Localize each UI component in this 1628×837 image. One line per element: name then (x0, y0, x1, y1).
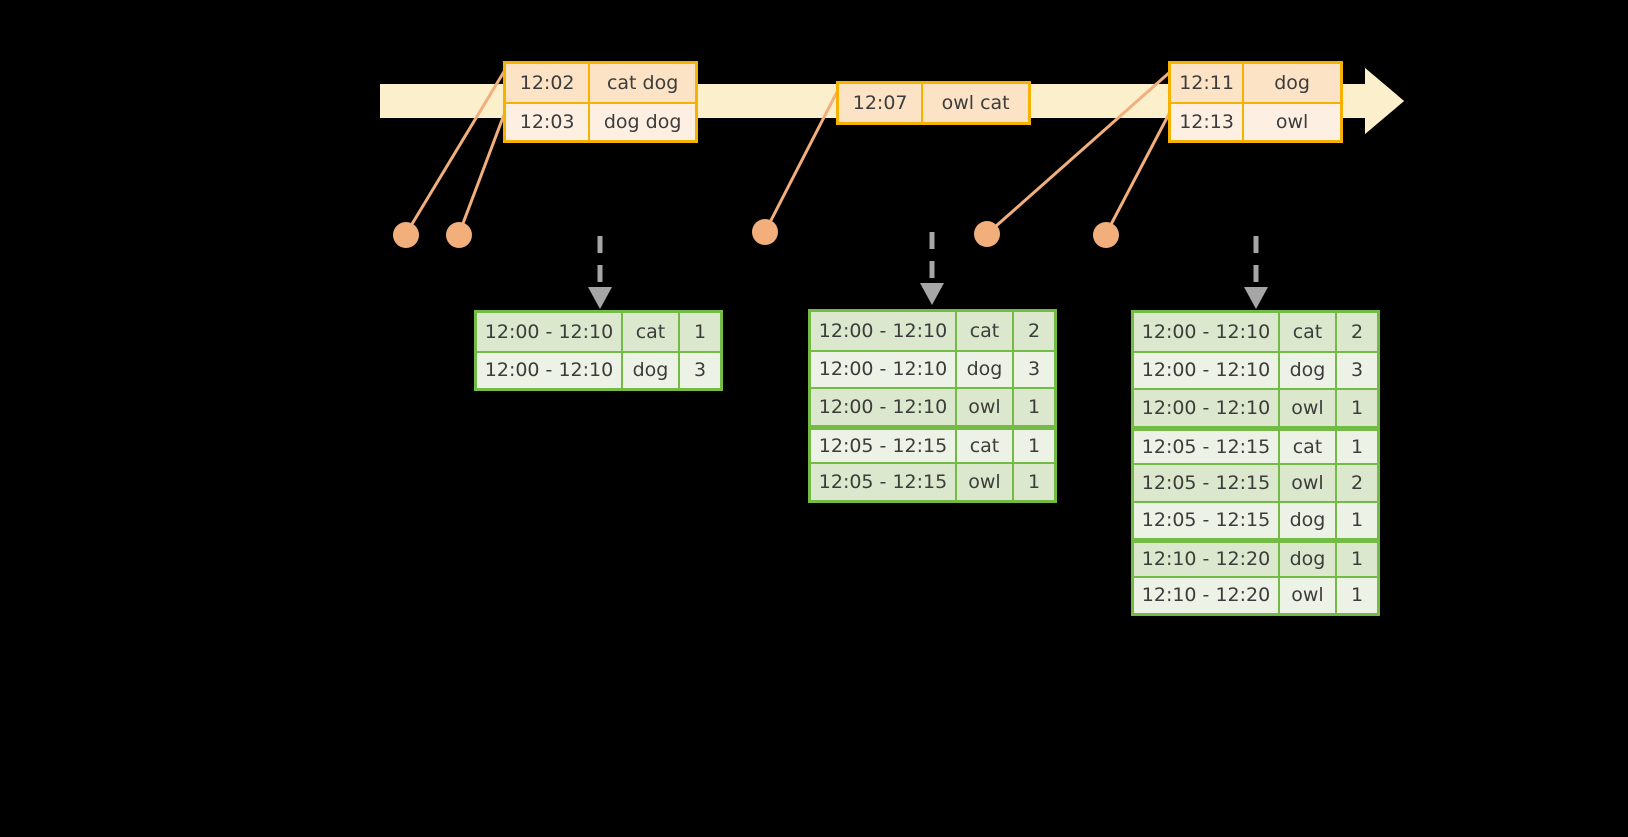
dot-2 (446, 222, 472, 248)
window-cell: 12:05 - 12:15 (1134, 463, 1280, 501)
event-row[interactable]: 12:02 cat dog (506, 64, 695, 102)
key-cell: cat (623, 313, 680, 351)
key-cell: cat (1280, 425, 1337, 463)
dot-4 (974, 221, 1000, 247)
window-cell: 12:05 - 12:15 (811, 462, 957, 500)
event-group-1[interactable]: 12:02 cat dog 12:03 dog dog (503, 61, 698, 143)
dot-1 (393, 222, 419, 248)
event-row[interactable]: 12:13 owl (1171, 102, 1340, 140)
count-cell: 1 (1337, 538, 1377, 576)
count-cell: 1 (1337, 575, 1377, 613)
event-time: 12:02 (506, 64, 591, 102)
flow-arrows (597, 232, 1259, 288)
event-value: owl cat (923, 84, 1028, 122)
key-cell: dog (1280, 500, 1337, 538)
window-cell: 12:05 - 12:15 (1134, 425, 1280, 463)
window-cell: 12:00 - 12:10 (477, 350, 623, 388)
window-cell: 12:00 - 12:10 (1134, 388, 1280, 426)
count-cell: 1 (1014, 462, 1054, 500)
event-row[interactable]: 12:11 dog (1171, 64, 1340, 102)
key-cell: owl (957, 462, 1014, 500)
window-cell: 12:00 - 12:10 (811, 312, 957, 350)
event-time: 12:11 (1171, 64, 1245, 102)
key-cell: owl (957, 387, 1014, 425)
count-cell: 1 (1014, 387, 1054, 425)
event-group-3[interactable]: 12:11 dog 12:13 owl (1168, 61, 1343, 143)
count-cell: 2 (1014, 312, 1054, 350)
event-value: dog (1244, 64, 1340, 102)
dot-markers (393, 219, 1119, 248)
event-value: cat dog (590, 64, 695, 102)
key-cell: owl (1280, 388, 1337, 426)
window-cell: 12:00 - 12:10 (811, 387, 957, 425)
count-cell: 2 (1337, 463, 1377, 501)
key-cell: cat (1280, 313, 1337, 351)
event-time: 12:03 (506, 104, 591, 140)
key-cell: dog (1280, 350, 1337, 388)
count-cell: 1 (1337, 388, 1377, 426)
window-cell: 12:05 - 12:15 (811, 424, 957, 462)
event-value: owl (1244, 104, 1340, 140)
count-cell: 3 (1014, 349, 1054, 387)
key-cell: dog (1280, 538, 1337, 576)
dot-5 (1093, 222, 1119, 248)
window-cell: 12:00 - 12:10 (1134, 313, 1280, 351)
count-cell: 3 (680, 350, 720, 388)
key-cell: cat (957, 424, 1014, 462)
key-cell: owl (1280, 575, 1337, 613)
count-cell: 1 (1014, 424, 1054, 462)
event-time: 12:07 (839, 84, 924, 122)
event-time: 12:13 (1171, 104, 1245, 140)
count-cell: 2 (1337, 313, 1377, 351)
count-cell: 1 (1337, 425, 1377, 463)
key-cell: cat (957, 312, 1014, 350)
key-cell: owl (1280, 463, 1337, 501)
window-cell: 12:00 - 12:10 (477, 313, 623, 351)
count-cell: 1 (680, 313, 720, 351)
window-cell: 12:05 - 12:15 (1134, 500, 1280, 538)
event-row[interactable]: 12:03 dog dog (506, 102, 695, 140)
window-cell: 12:10 - 12:20 (1134, 538, 1280, 576)
key-cell: dog (623, 350, 680, 388)
event-row[interactable]: 12:07 owl cat (839, 84, 1028, 122)
window-cell: 12:00 - 12:10 (811, 349, 957, 387)
event-value: dog dog (590, 104, 695, 140)
window-cell: 12:00 - 12:10 (1134, 350, 1280, 388)
flow-arrowheads (588, 283, 1268, 309)
event-group-2[interactable]: 12:07 owl cat (836, 81, 1031, 125)
dot-3 (752, 219, 778, 245)
key-cell: dog (957, 349, 1014, 387)
count-cell: 1 (1337, 500, 1377, 538)
count-cell: 3 (1337, 350, 1377, 388)
window-cell: 12:10 - 12:20 (1134, 575, 1280, 613)
